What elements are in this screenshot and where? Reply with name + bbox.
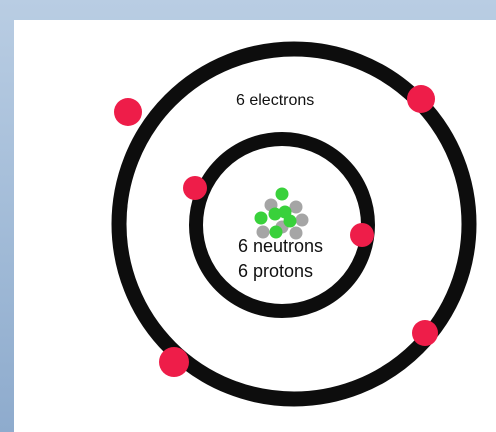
electron bbox=[159, 347, 189, 377]
proton bbox=[275, 187, 289, 201]
electron bbox=[412, 320, 438, 346]
neutron bbox=[256, 225, 270, 239]
electron bbox=[114, 98, 142, 126]
nucleus bbox=[254, 187, 309, 240]
proton bbox=[268, 207, 282, 221]
electrons-label: 6 electrons bbox=[236, 92, 315, 109]
neutrons-label: 6 neutrons bbox=[238, 236, 324, 256]
neutron bbox=[295, 213, 309, 227]
electron bbox=[183, 176, 207, 200]
protons-label: 6 protons bbox=[238, 261, 314, 281]
proton bbox=[283, 214, 297, 228]
electron bbox=[350, 223, 374, 247]
proton bbox=[269, 225, 283, 239]
proton bbox=[254, 211, 268, 225]
neutron bbox=[289, 200, 303, 214]
neutron bbox=[289, 226, 303, 240]
outer-electron-shell bbox=[111, 41, 477, 407]
electron bbox=[407, 85, 435, 113]
